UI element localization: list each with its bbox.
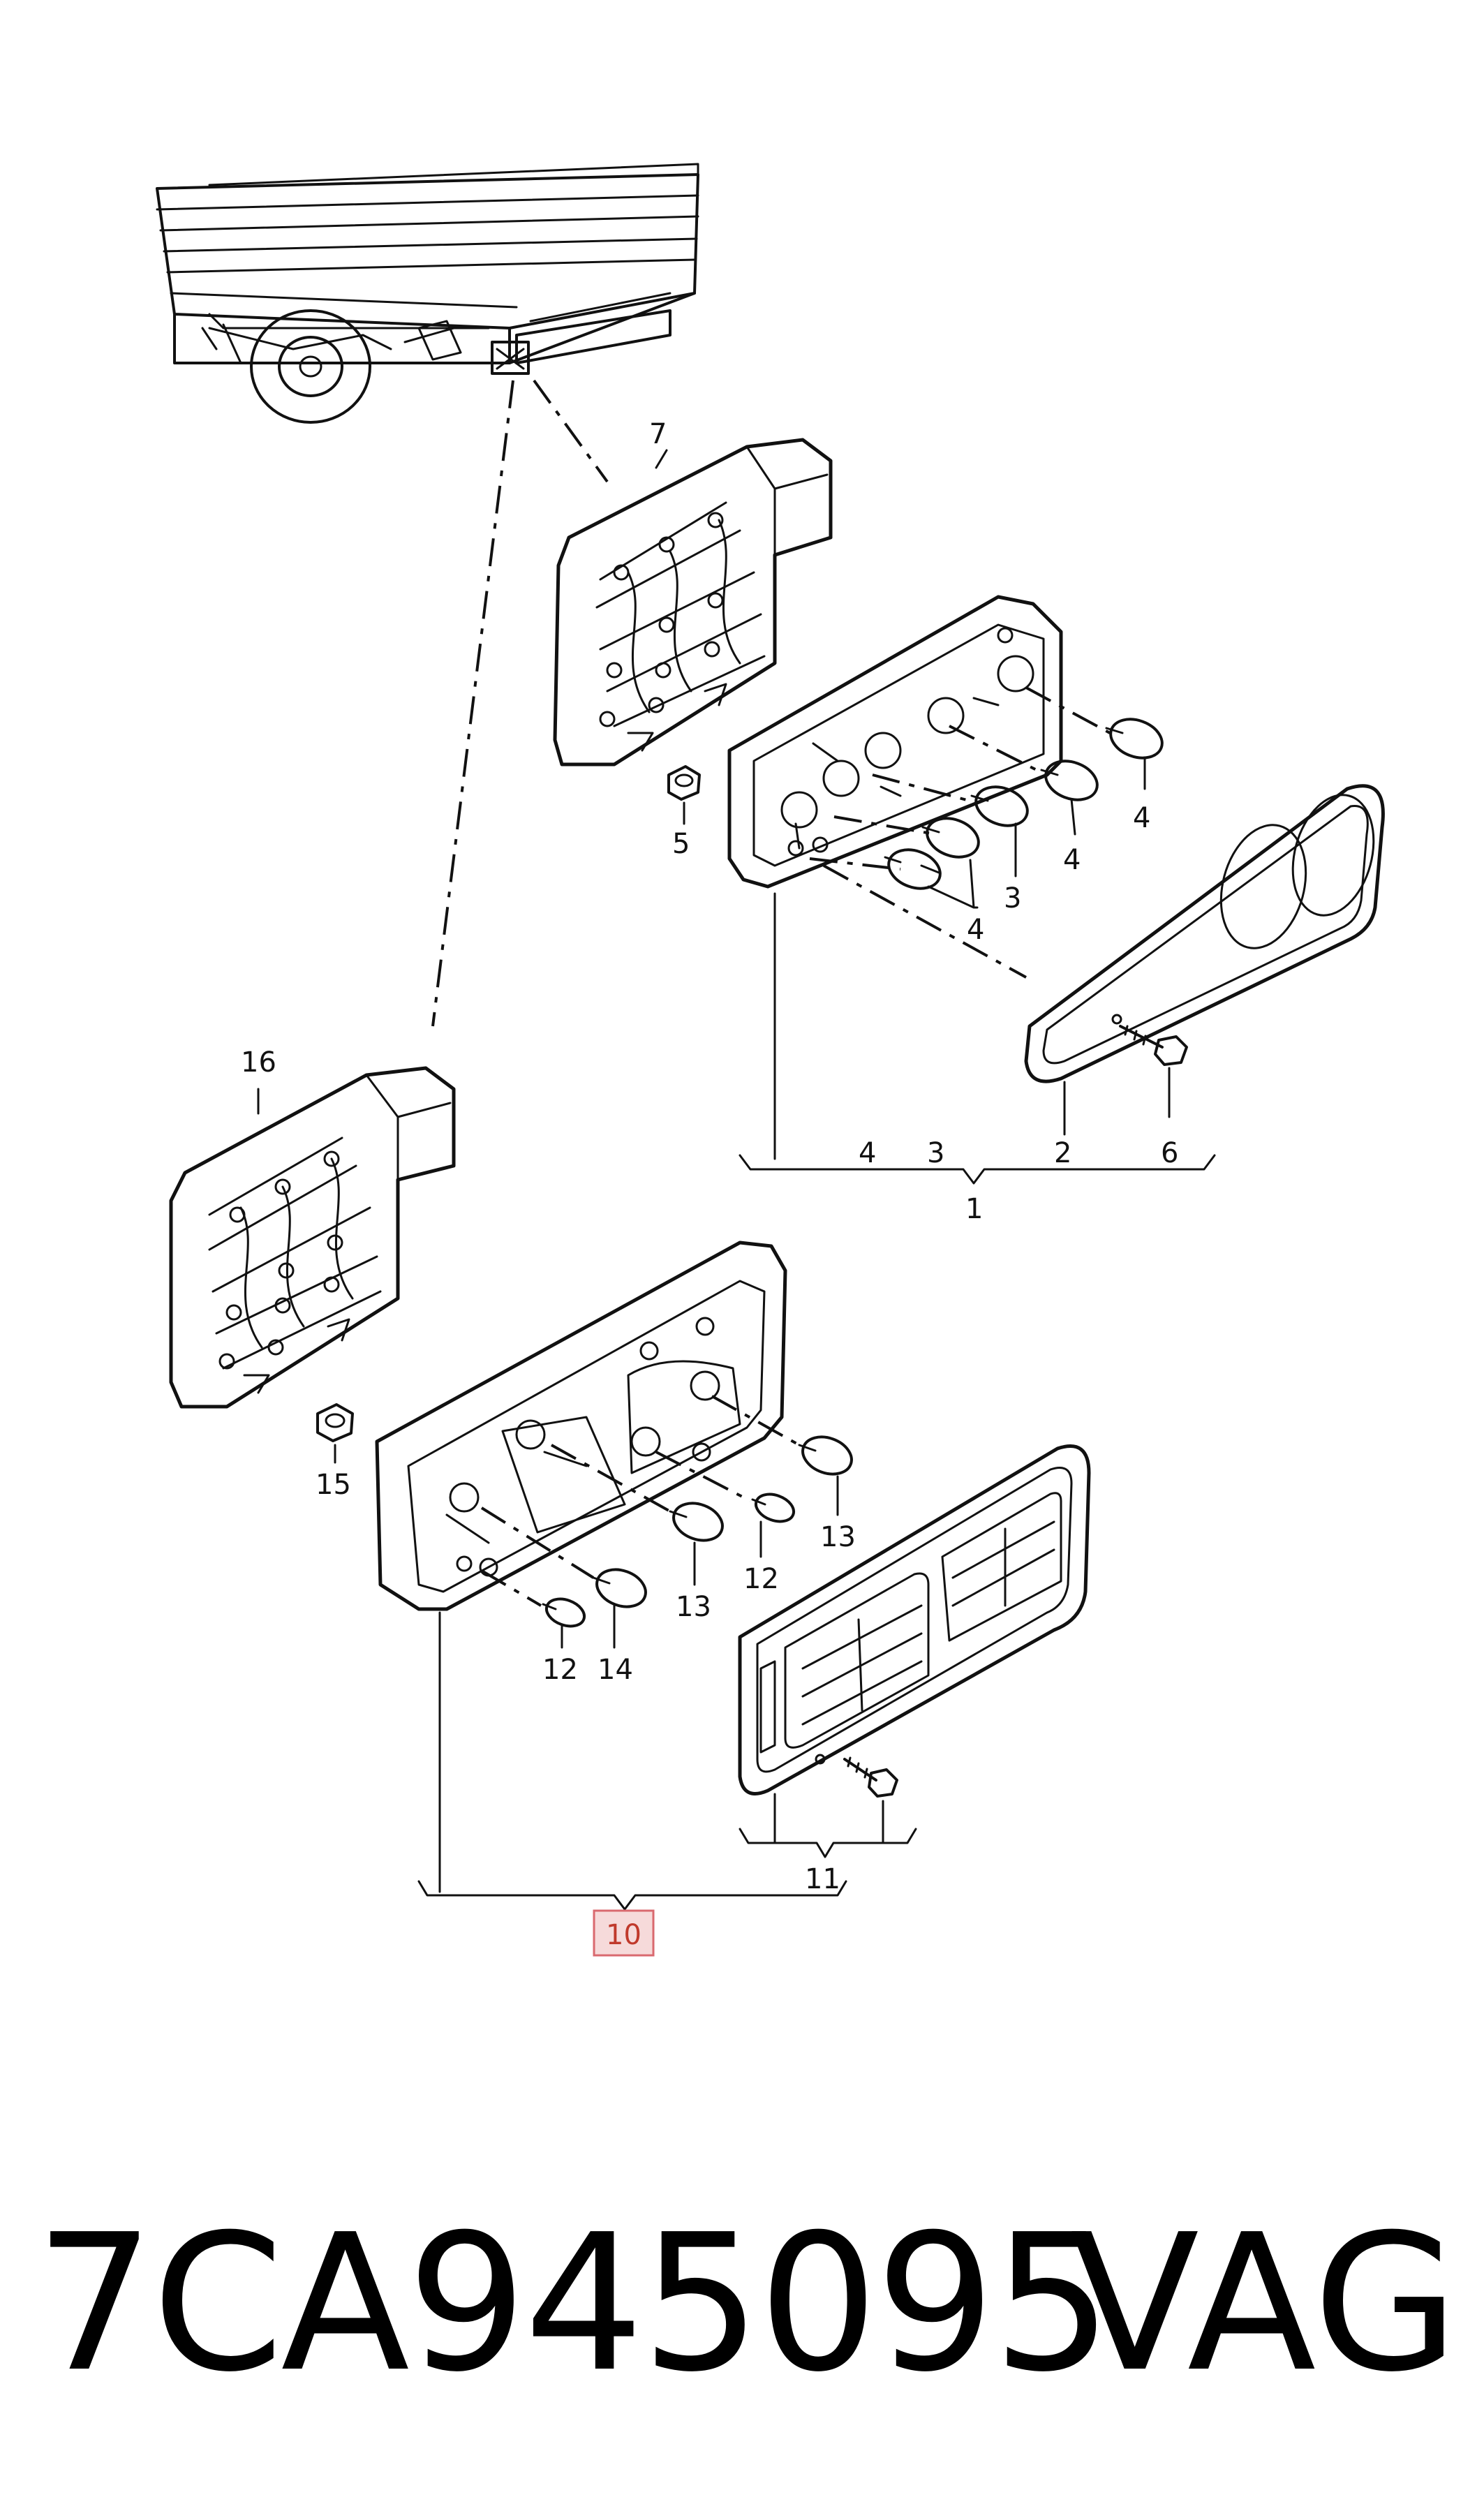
callout-4-b: 4 [1063, 844, 1081, 876]
bracket-part-11 [739, 1828, 917, 1858]
bulb-icon-lower-13b [669, 1502, 724, 1542]
nut-part-15 [316, 1403, 354, 1442]
callout-4-a: 4 [967, 914, 984, 946]
lens-axis-line [823, 864, 1027, 979]
callout-3-lower: 3 [927, 1137, 944, 1169]
bulb-icon-lower-14 [592, 1568, 647, 1608]
bulb-icon-upper-4 [1040, 760, 1099, 801]
callout-12-b: 12 [542, 1654, 578, 1686]
nut-part-5 [667, 765, 701, 801]
bulb-icon-upper-2 [921, 817, 980, 859]
leader-line-upper [533, 379, 609, 483]
callout-7: 7 [649, 418, 667, 450]
lower-bulb-axis-lines [480, 1395, 800, 1607]
leader-4-b [1070, 798, 1076, 836]
leader-4-pair [927, 859, 979, 909]
callout-13-a: 13 [820, 1521, 856, 1553]
upper-lamp-housing [727, 595, 1063, 889]
bulb-axis-lines [809, 686, 1111, 871]
highlight-box-10[interactable] [593, 1909, 655, 1957]
callout-13-b: 13 [676, 1591, 711, 1623]
leader-7 [655, 449, 668, 469]
callout-12-a: 12 [743, 1563, 779, 1595]
callout-4-c: 4 [1133, 802, 1150, 834]
callout-16: 16 [241, 1046, 276, 1079]
lower-cover-part-16 [169, 1066, 456, 1409]
upper-lens-part-2 [1024, 784, 1385, 1083]
callout-15: 15 [316, 1469, 351, 1501]
bulb-icon-upper-5 [1105, 718, 1164, 760]
lower-lamp-housing [375, 1241, 787, 1611]
part-number: 7CA945095 [35, 2193, 1113, 2413]
callout-14: 14 [598, 1654, 633, 1686]
screw-part-6 [1119, 1025, 1188, 1066]
truck-overview-illustration [156, 163, 699, 424]
callout-4-d: 4 [859, 1137, 876, 1169]
leader-line-lower [431, 380, 514, 1027]
brand-label: VAG [1070, 2193, 1459, 2413]
callout-2: 2 [1054, 1137, 1071, 1169]
bulb-icon-upper-1 [880, 785, 942, 890]
bracket-assembly-1 [739, 1154, 1216, 1185]
screw-lower-lens [843, 1756, 898, 1798]
bulb-icon-upper-3 [970, 785, 1029, 827]
callout-3-upper: 3 [1004, 882, 1021, 914]
callout-6: 6 [1161, 1137, 1178, 1169]
callout-5: 5 [672, 828, 690, 860]
bulb-icon-lower-12b [542, 1597, 586, 1628]
callout-11: 11 [805, 1863, 840, 1895]
bulb-icon-lower-12a [751, 1493, 796, 1523]
lower-lens-part-11 [738, 1444, 1091, 1795]
bracket-assembly-10 [417, 1880, 847, 1911]
part-number-footer: 7CA945095 VAG [35, 2199, 1459, 2408]
callout-1: 1 [965, 1193, 983, 1225]
callout-10-highlighted[interactable]: 10 [606, 1919, 641, 1951]
upper-cover-part-7 [553, 438, 833, 766]
bulb-icon-lower-13a [798, 1435, 853, 1476]
